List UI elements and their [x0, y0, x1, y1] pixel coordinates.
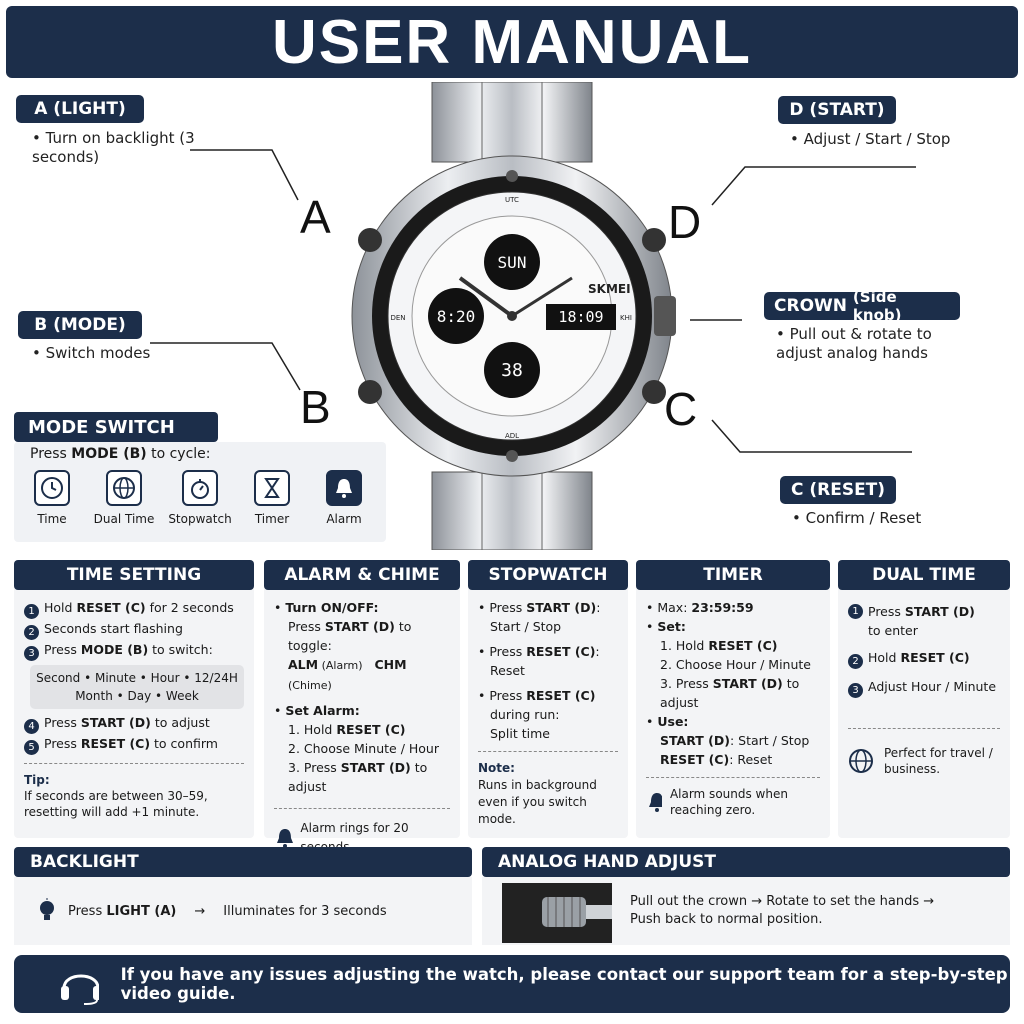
timer-card: TIMER • Max: 23:59:59 • Set: 1. Hold RES… — [636, 560, 830, 838]
mode-label: Alarm — [326, 512, 362, 526]
button-b-label: B (MODE) — [18, 311, 142, 339]
stopwatch-title: STOPWATCH — [468, 560, 628, 590]
backlight-title: BACKLIGHT — [14, 847, 472, 877]
stopwatch-note: Note: Runs in background even if you swi… — [478, 761, 597, 826]
stopwatch-icon — [182, 470, 218, 506]
mode-label: Stopwatch — [168, 512, 232, 526]
ts-tip: Tip: If seconds are between 30–59, reset… — [24, 772, 244, 820]
button-d-desc: • Adjust / Start / Stop — [790, 130, 951, 148]
intro-prefix: Press — [30, 446, 72, 462]
hourglass-icon — [254, 470, 290, 506]
watch-left-display: 8:20 — [437, 307, 476, 326]
globe-icon — [106, 470, 142, 506]
mode-switch-intro: Press MODE (B) to cycle: — [30, 446, 211, 462]
backlight-body: Press LIGHT (A) → Illuminates for 3 seco… — [14, 877, 472, 945]
button-c-desc: • Confirm / Reset — [792, 509, 922, 527]
mode-item-timer: Timer — [236, 470, 308, 526]
chip-line-1: Second • Minute • Hour • 12/24H — [36, 671, 238, 685]
watch-bottom-display: 38 — [501, 360, 523, 381]
mode-label: Time — [37, 512, 67, 526]
mode-item-stopwatch: Stopwatch — [164, 470, 236, 526]
mode-item-alarm: Alarm — [308, 470, 380, 526]
button-a-label: A (LIGHT) — [16, 95, 144, 123]
support-footer: If you have any issues adjusting the wat… — [14, 955, 1010, 1013]
alarm-onoff: Turn ON/OFF: — [285, 600, 379, 615]
mode-item-dual-time: Dual Time — [88, 470, 160, 526]
timer-title: TIMER — [636, 560, 830, 590]
mode-item-time: Time — [16, 470, 88, 526]
svg-text:ADL: ADL — [505, 432, 519, 440]
svg-text:DEN: DEN — [390, 314, 405, 322]
watch-brand: SKMEI — [588, 282, 631, 296]
dual-time-note: Perfect for travel / business. — [848, 745, 1000, 777]
mode-switch-title: MODE SWITCH — [14, 412, 218, 442]
crown-label: CROWN (Side knob) — [764, 288, 960, 324]
svg-text:UTC: UTC — [505, 196, 519, 204]
alarm-set: Set Alarm: — [285, 703, 360, 718]
bell-icon — [277, 829, 293, 848]
letter-b: B — [300, 381, 331, 433]
watch-right-display: 18:09 — [558, 308, 603, 326]
dual-time-title: DUAL TIME — [838, 560, 1010, 590]
bell-icon — [649, 793, 662, 812]
letter-d: D — [668, 196, 702, 248]
stopwatch-card: STOPWATCH • Press START (D): Start / Sto… — [468, 560, 628, 838]
mode-label: Dual Time — [93, 512, 155, 526]
watch-illustration: UTC ADL DEN KHI SKMEI SUN 8:20 38 18:09 — [351, 82, 676, 550]
chip-line-2: Month • Day • Week — [75, 689, 199, 703]
analog-body: Pull out the crown → Rotate to set the h… — [482, 877, 1010, 945]
letter-c: C — [664, 383, 698, 435]
crown-label-main: CROWN — [774, 296, 847, 316]
page-title: USER MANUAL — [271, 7, 753, 77]
letter-a: A — [300, 191, 331, 243]
title-bar: USER MANUAL — [6, 6, 1018, 78]
time-setting-title: TIME SETTING — [14, 560, 254, 590]
analog-line-1: Pull out the crown → Rotate to set the h… — [630, 894, 935, 909]
globe-icon — [849, 749, 873, 773]
alarm-title: ALARM & CHIME — [264, 560, 460, 590]
timer-note: Alarm sounds when reaching zero. — [646, 786, 820, 818]
mode-label: Timer — [254, 512, 290, 526]
analog-line-2: Push back to normal position. — [630, 912, 823, 927]
button-b-desc: • Switch modes — [32, 344, 151, 362]
button-d-label: D (START) — [778, 96, 896, 124]
watch-top-display: SUN — [498, 253, 527, 272]
button-c-label: C (RESET) — [780, 476, 896, 504]
svg-text:KHI: KHI — [620, 314, 632, 322]
crown-label-sub: (Side knob) — [852, 288, 902, 324]
button-a-desc: • Turn on backlight (3 seconds) — [32, 129, 195, 166]
intro-suffix: to cycle: — [146, 446, 211, 462]
intro-bold: MODE (B) — [71, 446, 147, 462]
alarm-card: ALARM & CHIME • Turn ON/OFF: Press START… — [264, 560, 460, 854]
tip-text: If seconds are between 30–59, resetting … — [24, 789, 208, 819]
headset-icon — [61, 974, 99, 1005]
crown-photo — [502, 883, 612, 943]
mode-switch-box: Press MODE (B) to cycle: Time Dual Time … — [14, 442, 386, 542]
tip-title: Tip: — [24, 773, 50, 787]
crown-desc: • Pull out & rotate to adjust analog han… — [776, 325, 932, 362]
bell-icon — [326, 470, 362, 506]
ts-options-chip: Second • Minute • Hour • 12/24H Month • … — [30, 665, 244, 709]
support-text: If you have any issues adjusting the wat… — [120, 965, 1008, 1003]
analog-title: ANALOG HAND ADJUST — [482, 847, 1010, 877]
clock-icon — [34, 470, 70, 506]
lightbulb-icon — [40, 898, 54, 920]
